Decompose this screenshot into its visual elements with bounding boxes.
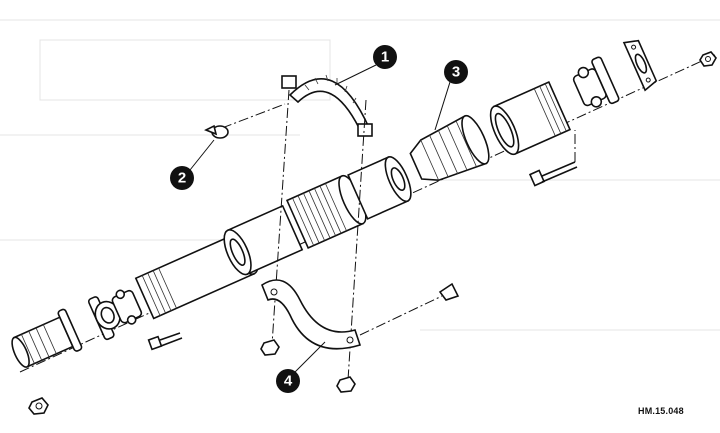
centre-bearing-lower-bracket (261, 279, 362, 350)
figure-code: HM.15.048 (638, 406, 684, 416)
front-shaft-tube (489, 80, 572, 156)
bracket-bolt-line (271, 89, 290, 346)
bracket-nut (260, 339, 280, 356)
flange-nut (699, 51, 717, 67)
callout-4-leader (294, 341, 326, 373)
callout-2-leader (189, 139, 215, 171)
clip-guide-line (221, 103, 286, 129)
bracket-nut (336, 376, 356, 393)
bracket-bolt-line (347, 99, 367, 381)
grommet-guide-line (359, 295, 443, 336)
shaft-boot (409, 114, 490, 182)
sliding-sleeve (223, 204, 304, 276)
callout-1: 1 (373, 45, 397, 69)
centre-bearing-upper-bracket (281, 74, 373, 137)
svg-text:2: 2 (178, 170, 186, 187)
front-universal-joint (572, 56, 620, 108)
centre-bearing (347, 156, 412, 220)
rear-flange-bolt (147, 332, 183, 351)
bracket-grommet (438, 282, 460, 301)
callout-1-leader (334, 64, 377, 86)
rear-universal-joint (87, 289, 143, 341)
bracket-clip (204, 124, 229, 139)
rear-axle-flange-tube (11, 308, 83, 368)
callout-3-leader (434, 81, 451, 131)
flange-bolt (528, 161, 578, 187)
svg-text:3: 3 (452, 64, 460, 81)
svg-text:1: 1 (381, 49, 389, 66)
callout-2: 2 (170, 166, 194, 190)
rear-flange-nut (28, 397, 49, 415)
callout-3: 3 (444, 60, 468, 84)
callout-4: 4 (276, 369, 300, 393)
background-bleed-through (0, 19, 720, 331)
svg-text:4: 4 (284, 373, 293, 390)
gearbox-flange-plate (622, 39, 658, 92)
